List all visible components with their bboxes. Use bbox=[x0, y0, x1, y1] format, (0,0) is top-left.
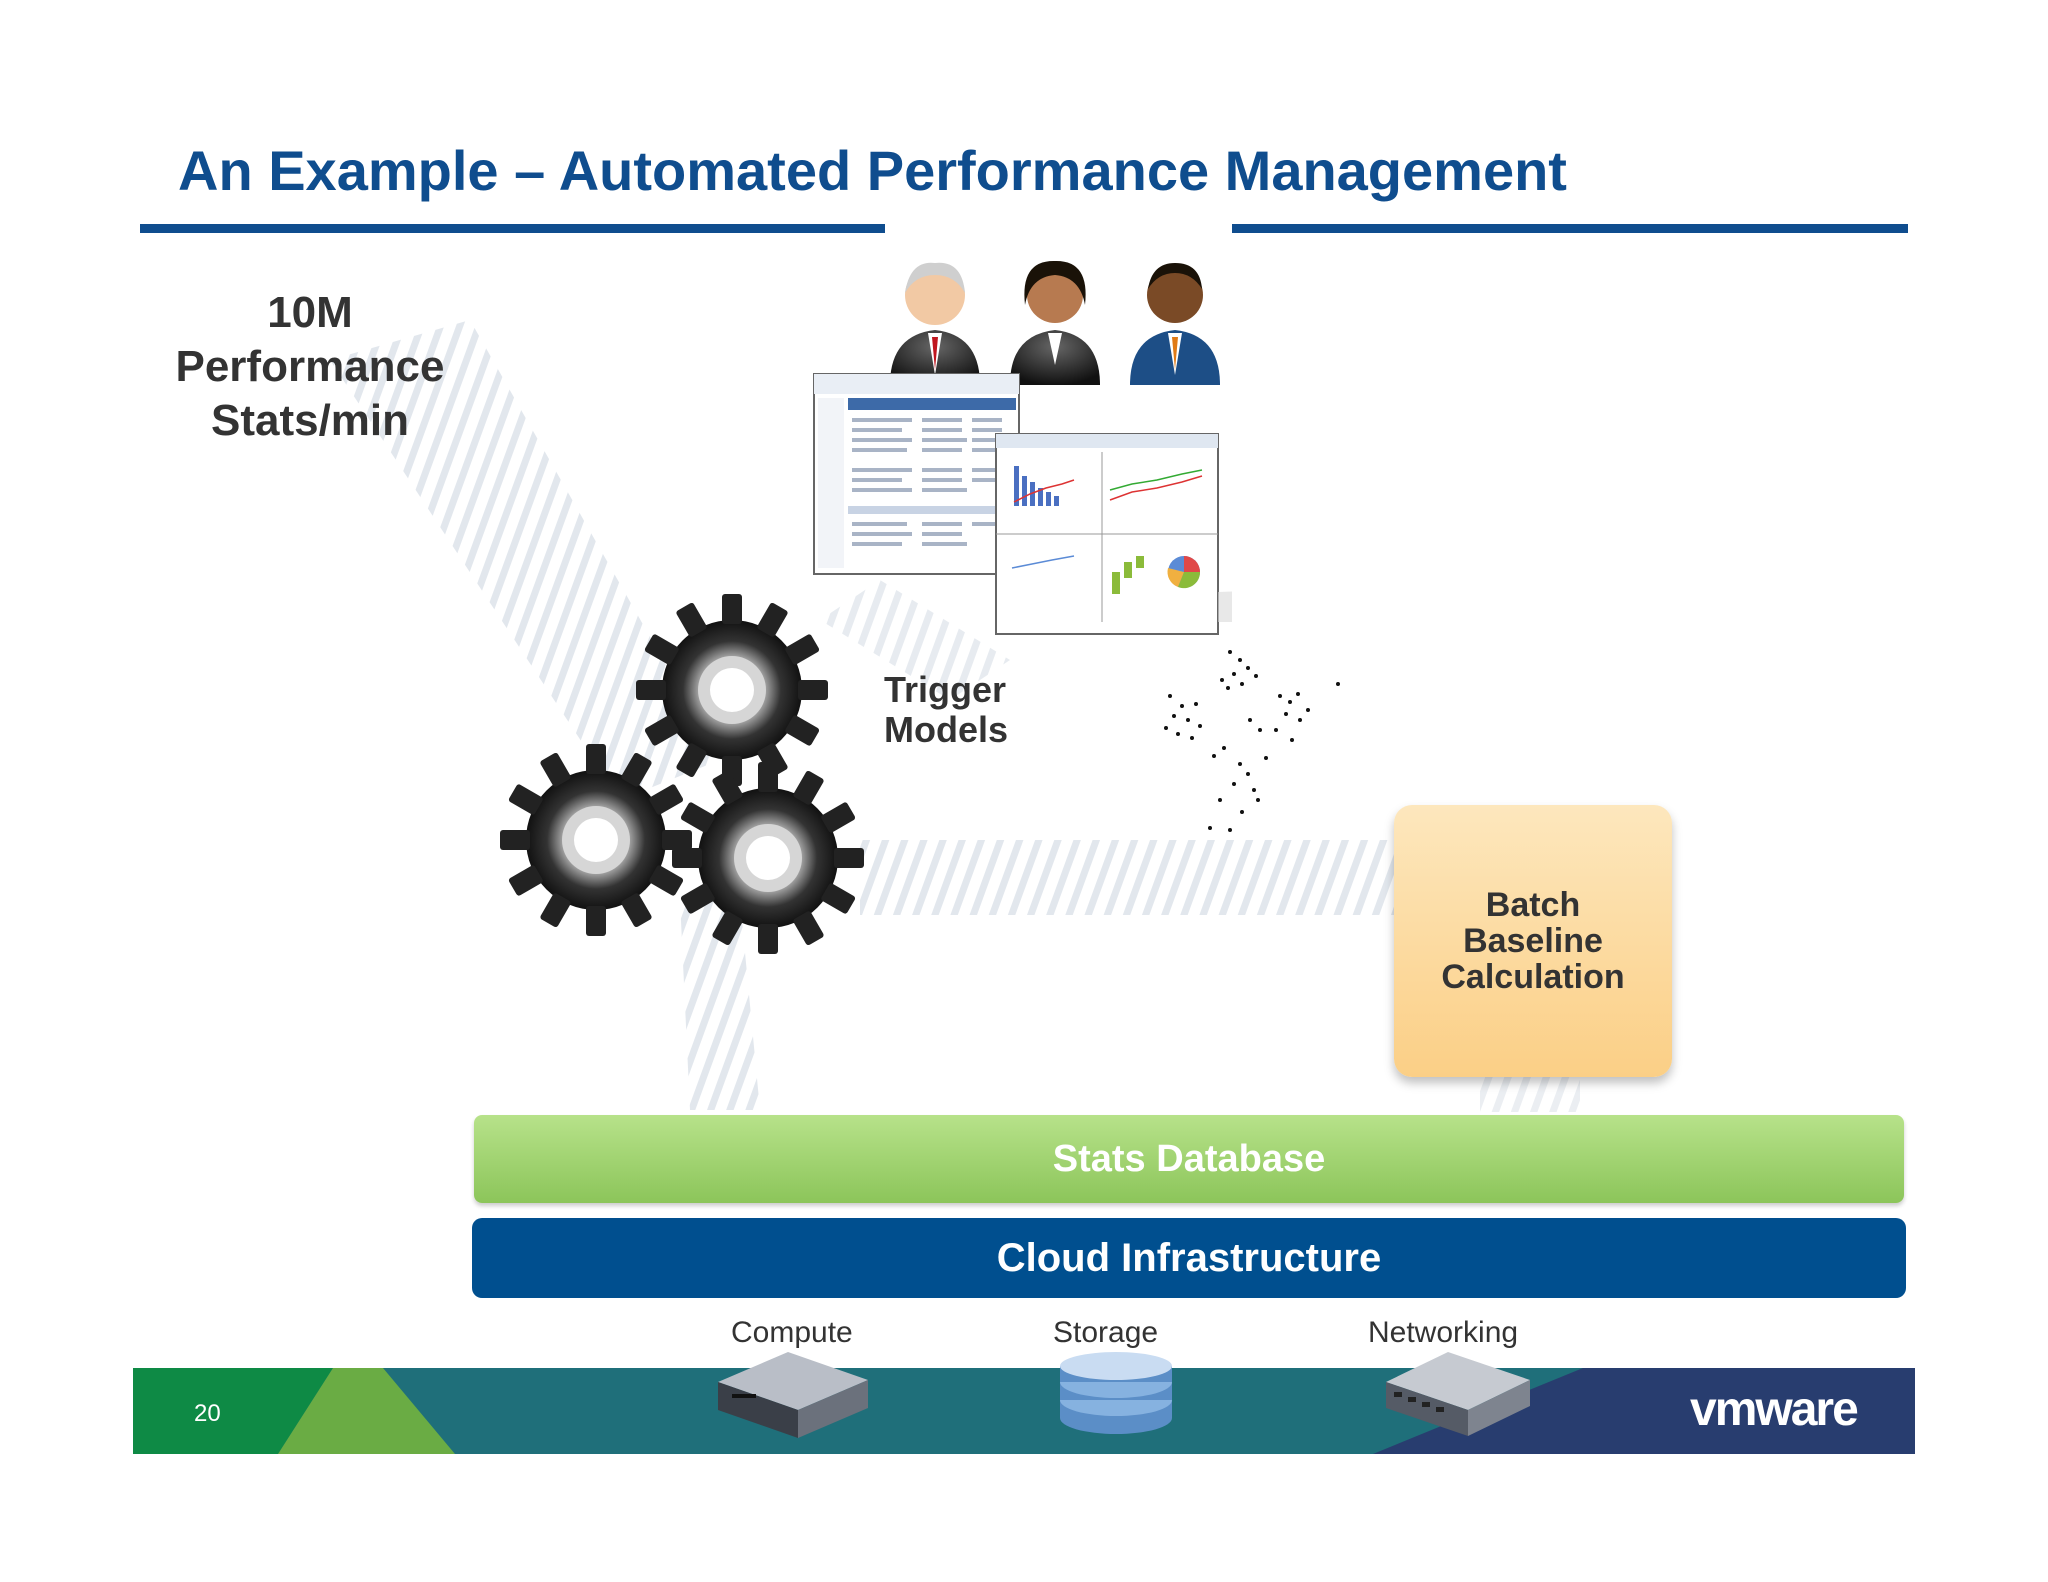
stream-stats-to-gears bbox=[330, 320, 720, 800]
user-group-icon bbox=[890, 260, 1220, 385]
batch-baseline-label: Batch Baseline Calculation bbox=[1441, 887, 1624, 995]
gear-left bbox=[500, 744, 692, 936]
compute-label: Compute bbox=[731, 1316, 853, 1349]
network-switch-icon bbox=[1386, 1352, 1530, 1436]
user-avatar-1 bbox=[890, 262, 980, 385]
user-avatar-3 bbox=[1130, 263, 1220, 385]
report-shadow bbox=[1218, 591, 1232, 622]
footer-band bbox=[133, 1368, 1915, 1454]
report-screenshot-charts bbox=[995, 433, 1219, 635]
page-number: 20 bbox=[194, 1400, 221, 1427]
user-avatar-2 bbox=[1010, 260, 1100, 385]
stats-database-bar: Stats Database bbox=[474, 1115, 1904, 1203]
batch-line-1: Batch bbox=[1485, 886, 1581, 924]
trigger-line-1: Trigger bbox=[884, 669, 1007, 710]
storage-label: Storage bbox=[1053, 1316, 1159, 1349]
server-icon bbox=[718, 1352, 868, 1438]
gears-icon bbox=[500, 594, 864, 954]
batch-line-3: Calculation bbox=[1441, 958, 1625, 996]
stream-gears-to-batch bbox=[860, 840, 1395, 915]
trigger-line-2: Models bbox=[884, 709, 1009, 750]
batch-line-2: Baseline bbox=[1463, 922, 1603, 960]
batch-baseline-box: Batch Baseline Calculation bbox=[1394, 805, 1672, 1077]
report-screenshots bbox=[813, 373, 1232, 635]
networking-label: Networking bbox=[1368, 1316, 1519, 1349]
stats-database-label: Stats Database bbox=[1052, 1137, 1326, 1180]
report-screenshot-table bbox=[813, 373, 1020, 575]
stream-gears-to-reports bbox=[820, 580, 1010, 700]
stats-rate-line-2: Performance bbox=[175, 342, 445, 391]
stats-rate-line-1: 10M bbox=[267, 288, 353, 337]
trigger-models-label: Trigger Models bbox=[884, 670, 1008, 750]
stream-batch-to-db bbox=[1480, 1077, 1580, 1112]
gear-top bbox=[636, 594, 828, 786]
cloud-infrastructure-bar: Cloud Infrastructure bbox=[472, 1218, 1906, 1298]
cloud-infrastructure-label: Cloud Infrastructure bbox=[996, 1235, 1382, 1280]
title-rule-right bbox=[1232, 224, 1908, 233]
slide-title: An Example – Automated Performance Manag… bbox=[178, 139, 1567, 202]
title-rule-left bbox=[140, 224, 885, 233]
stats-rate-label: 10M Performance Stats/min bbox=[150, 286, 470, 448]
data-points-scatter bbox=[1164, 650, 1340, 832]
stats-rate-line-3: Stats/min bbox=[210, 396, 410, 445]
gear-right bbox=[672, 762, 864, 954]
database-icon bbox=[1060, 1352, 1172, 1434]
vmware-logo: vmware bbox=[1690, 1383, 1859, 1436]
stream-gears-to-db bbox=[680, 900, 760, 1110]
